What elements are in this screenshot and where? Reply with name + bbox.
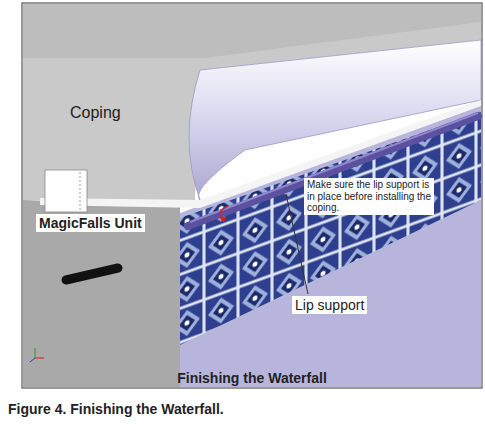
figure-title: Finishing the Waterfall bbox=[22, 370, 482, 386]
part-name: Coping bbox=[70, 104, 121, 122]
note: Make sure the lip support is in place be… bbox=[304, 178, 434, 215]
part-name: Lip support bbox=[292, 296, 367, 314]
part-name: MagicFalls Unit bbox=[36, 214, 145, 232]
figure-caption: Figure 4. Finishing the Waterfall. bbox=[8, 401, 224, 417]
